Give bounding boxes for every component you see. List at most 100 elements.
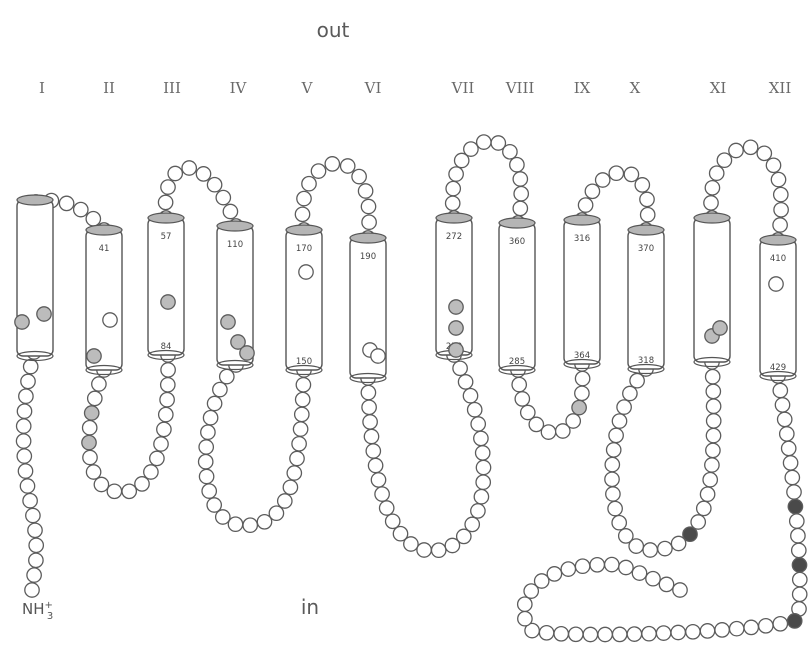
residue [554,627,568,641]
helix-roman-numeral: II [103,79,115,97]
residue [287,466,301,480]
residue [686,625,700,639]
residue [717,153,731,167]
residue [449,343,463,357]
residue [432,543,446,557]
residue [476,460,490,474]
residue [512,377,526,391]
residue [585,184,599,198]
residue [86,465,100,479]
residue [103,313,117,327]
residue [704,196,718,210]
residue [83,421,97,435]
residue [311,164,325,178]
residue [656,626,670,640]
residue [624,167,638,181]
residue [199,455,213,469]
residue [368,458,382,472]
residue [144,465,158,479]
residue [92,377,106,391]
residue [94,477,108,491]
helix-bottom-residue-number: 150 [296,357,312,367]
residue [207,178,221,192]
residue [476,446,490,460]
helix-3: III5784 [148,79,184,360]
residue [296,392,310,406]
n-terminus-label: NH+3 [22,600,53,622]
residue [759,619,773,633]
residue [710,166,724,180]
residue [515,392,529,406]
residue [743,140,757,154]
residue [29,553,43,567]
residue [463,389,477,403]
residue [598,627,612,641]
n-terminus-subscript: 3 [47,611,53,622]
residue [612,516,626,530]
helix-top-residue-number: 272 [446,232,462,242]
residue [703,473,717,487]
helix-top-cap [499,218,535,228]
residue [20,479,34,493]
residue [771,172,785,186]
residue [700,487,714,501]
residue [605,557,619,571]
residue [706,443,720,457]
residue [161,295,175,309]
residue [341,159,355,173]
residue [778,412,792,426]
helix-bottom-residue-number: 84 [161,342,172,352]
residue [207,396,221,410]
residue [17,404,31,418]
helix-roman-numeral: VII [451,79,475,97]
residue [583,627,597,641]
residue [453,361,467,375]
helix-top-cap [564,215,600,225]
residue [160,393,174,407]
residue [569,627,583,641]
n-terminus-nh: NH [22,600,45,618]
residue [196,167,210,181]
residue [240,346,254,360]
residue [216,510,230,524]
helix-top-cap [628,225,664,235]
residue [673,583,687,597]
residue [627,627,641,641]
helix-7: VII272250 [436,79,474,360]
residue [366,444,380,458]
helix-bottom-residue-number: 429 [770,363,786,373]
residue [299,265,313,279]
residue [619,560,633,574]
residue [468,403,482,417]
residue [510,158,524,172]
helix-bottom-residue-number: 318 [638,356,654,366]
residue [774,187,788,201]
residue [697,501,711,515]
residue [352,169,366,183]
helix-5: V170150 [286,79,322,375]
residue [228,517,242,531]
residue [404,537,418,551]
residue [295,407,309,421]
residue [16,434,30,448]
residue [371,473,385,487]
residue [362,215,376,229]
residue [791,529,805,543]
residue [596,173,610,187]
residue [449,300,463,314]
residue [29,538,43,552]
residue [203,411,217,425]
residue [446,196,460,210]
residue [199,469,213,483]
residue [213,382,227,396]
residue [87,349,101,363]
residue [774,203,788,217]
residue [635,178,649,192]
residue [671,625,685,639]
residue [715,623,729,637]
residue [201,425,215,439]
helix-top-cap [217,221,253,231]
